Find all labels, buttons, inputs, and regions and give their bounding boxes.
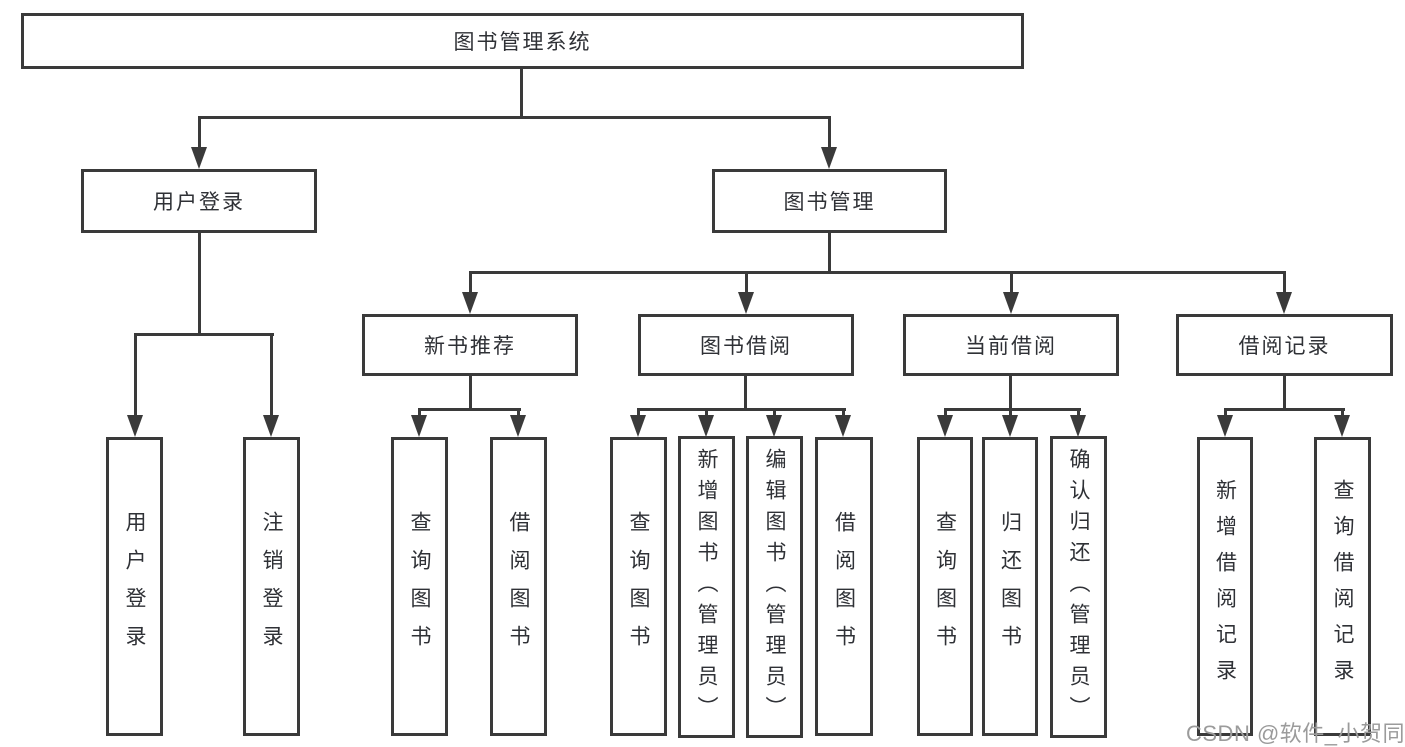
leaf-borrow-books-borrowing: 借阅图书 (815, 437, 873, 736)
leaf-label: 新增图书（管理员） (695, 447, 718, 727)
node-library-system: 图书管理系统 (21, 13, 1024, 69)
leaf-label: 归还图书 (998, 510, 1022, 663)
connector-line (705, 408, 708, 420)
connector-line (1009, 376, 1012, 411)
node-user-login: 用户登录 (81, 169, 317, 233)
connector-line (517, 408, 520, 420)
node-borrowing-records: 借阅记录 (1176, 314, 1393, 376)
node-label: 图书借阅 (700, 335, 792, 358)
connector-line (773, 408, 776, 420)
connector-line (418, 408, 421, 420)
connector-line (198, 233, 201, 336)
arrow-down-icon (411, 415, 427, 437)
node-label: 借阅记录 (1238, 335, 1331, 358)
connector-line (1283, 376, 1286, 411)
connector-line (1224, 408, 1227, 420)
leaf-label: 编辑图书（管理员） (763, 447, 786, 727)
arrow-down-icon (263, 415, 279, 437)
connector-line (270, 333, 273, 419)
node-book-management: 图书管理 (712, 169, 947, 233)
leaf-return-book: 归还图书 (982, 437, 1038, 736)
arrow-down-icon (1003, 292, 1019, 314)
connector-line (1341, 408, 1344, 420)
connector-line (520, 69, 523, 119)
connector-line (469, 271, 472, 297)
node-label: 用户登录 (153, 191, 245, 214)
leaf-edit-book-admin: 编辑图书（管理员） (746, 436, 803, 738)
node-current-borrowing: 当前借阅 (903, 314, 1119, 376)
connector-line (1010, 271, 1013, 297)
leaf-borrow-books-recommend: 借阅图书 (490, 437, 547, 736)
csdn-watermark: CSDN @软件_小贺同学 (1186, 721, 1405, 746)
arrow-down-icon (738, 292, 754, 314)
arrow-down-icon (766, 415, 782, 437)
arrow-down-icon (937, 415, 953, 437)
leaf-label: 查询图书 (627, 510, 650, 663)
connector-line (418, 408, 521, 411)
connector-line (1224, 408, 1345, 411)
connector-line (828, 116, 831, 150)
leaf-label: 查询借阅记录 (1331, 478, 1354, 695)
arrow-down-icon (1217, 415, 1233, 437)
connector-line (469, 376, 472, 411)
node-label: 图书管理 (783, 191, 876, 214)
node-new-book-recommend: 新书推荐 (362, 314, 578, 376)
connector-line (944, 408, 947, 420)
node-label: 当前借阅 (965, 335, 1057, 358)
leaf-label: 借阅图书 (507, 510, 530, 663)
leaf-label: 注销登录 (260, 510, 283, 663)
arrow-down-icon (510, 415, 526, 437)
leaf-query-books-current: 查询图书 (917, 437, 973, 736)
connector-line (637, 408, 846, 411)
node-label: 新书推荐 (424, 335, 516, 358)
connector-line (1283, 271, 1286, 297)
connector-line (828, 233, 831, 274)
leaf-query-books-borrowing: 查询图书 (610, 437, 667, 736)
leaf-confirm-return-admin: 确认归还（管理员） (1050, 436, 1107, 738)
leaf-add-borrow-record: 新增借阅记录 (1197, 437, 1253, 736)
leaf-logout: 注销登录 (243, 437, 300, 736)
leaf-user-login: 用户登录 (106, 437, 163, 736)
arrow-down-icon (127, 415, 143, 437)
leaf-label: 用户登录 (123, 510, 146, 663)
arrow-down-icon (191, 147, 207, 169)
node-label: 图书管理系统 (453, 31, 592, 54)
arrow-down-icon (1334, 415, 1350, 437)
leaf-query-borrow-record: 查询借阅记录 (1314, 437, 1371, 736)
leaf-label: 借阅图书 (832, 510, 856, 663)
leaf-add-book-admin: 新增图书（管理员） (678, 436, 735, 738)
connector-line (1009, 408, 1012, 420)
connector-line (134, 333, 137, 419)
leaf-label: 新增借阅记录 (1213, 478, 1237, 695)
connector-line (470, 271, 1286, 274)
connector-line (134, 333, 274, 336)
arrow-down-icon (835, 415, 851, 437)
connector-line (745, 271, 748, 297)
connector-line (198, 116, 201, 150)
arrow-down-icon (630, 415, 646, 437)
arrow-down-icon (1002, 415, 1018, 437)
connector-line (944, 408, 1081, 411)
leaf-label: 查询图书 (408, 510, 431, 663)
leaf-query-books-recommend: 查询图书 (391, 437, 448, 736)
connector-line (199, 116, 831, 119)
connector-line (1077, 408, 1080, 420)
arrow-down-icon (1070, 415, 1086, 437)
arrow-down-icon (1276, 292, 1292, 314)
connector-line (744, 376, 747, 411)
arrow-down-icon (462, 292, 478, 314)
connector-line (637, 408, 640, 420)
connector-line (842, 408, 845, 420)
leaf-label: 确认归还（管理员） (1067, 447, 1090, 727)
arrow-down-icon (698, 415, 714, 437)
arrow-down-icon (821, 147, 837, 169)
node-book-borrowing: 图书借阅 (638, 314, 854, 376)
leaf-label: 查询图书 (933, 510, 957, 663)
